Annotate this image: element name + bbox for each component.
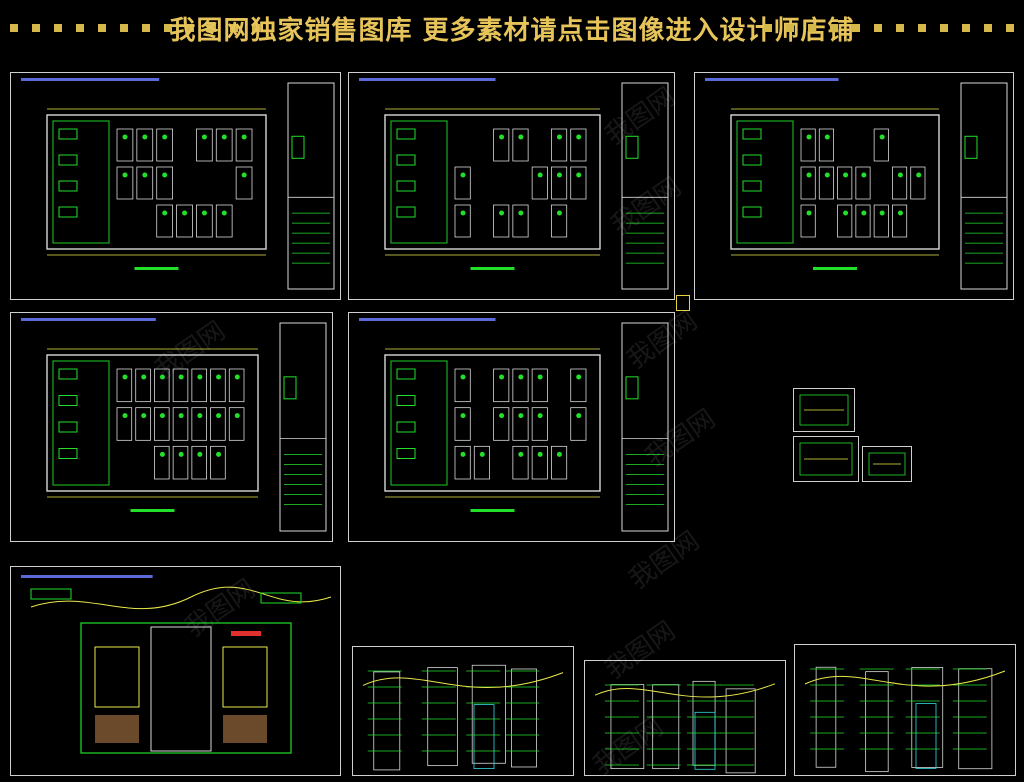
cad-drawing <box>804 666 1006 773</box>
elevation-sheet-4[interactable] <box>794 644 1016 776</box>
elevation-sheet-2[interactable] <box>352 646 574 776</box>
floorplan-sheet-4[interactable] <box>10 312 333 542</box>
floorplan-sheet-5[interactable] <box>348 312 675 542</box>
cad-drawing <box>362 664 564 771</box>
cad-drawing <box>21 78 335 290</box>
banner-dots-left <box>10 24 260 32</box>
detail-sheet-top[interactable] <box>793 388 855 432</box>
banner-title[interactable]: 我图网独家销售图库 更多素材请点击图像进入设计师店铺 <box>169 16 855 46</box>
cad-drawing <box>799 442 853 476</box>
cad-drawing <box>21 575 332 754</box>
cad-drawing <box>868 452 906 476</box>
cad-drawing <box>359 78 669 290</box>
floorplan-sheet-1[interactable] <box>10 72 341 300</box>
elevation-sheet-1[interactable] <box>10 566 341 776</box>
banner-dots-right <box>764 24 1014 32</box>
cad-drawing <box>799 394 849 426</box>
floorplan-sheet-3[interactable] <box>694 72 1014 300</box>
cad-drawing <box>705 78 1008 290</box>
cad-drawing <box>359 318 669 532</box>
selection-marker <box>676 295 690 311</box>
floorplan-sheet-2[interactable] <box>348 72 675 300</box>
detail-sheet-right[interactable] <box>862 446 912 482</box>
top-banner[interactable]: 我图网独家销售图库 更多素材请点击图像进入设计师店铺 <box>0 0 1024 62</box>
cad-drawing <box>21 318 327 532</box>
detail-sheet-left[interactable] <box>793 436 859 482</box>
